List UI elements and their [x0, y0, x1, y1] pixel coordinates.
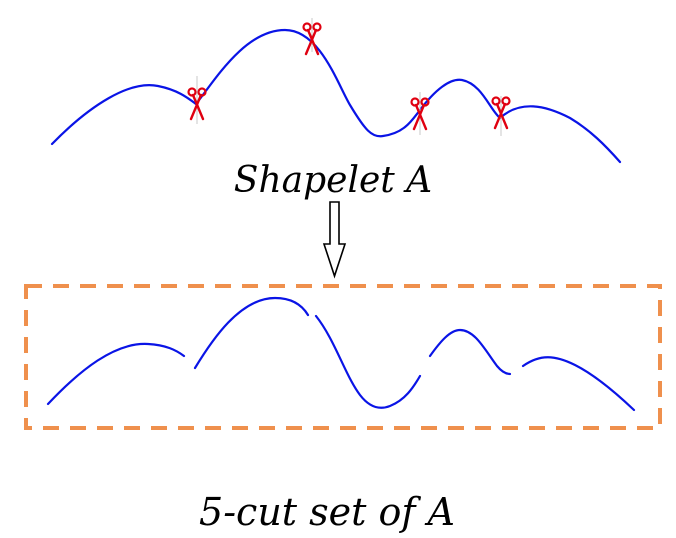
cut-segment-1	[46, 342, 186, 406]
cut-segment-4	[428, 328, 512, 376]
down-arrow-icon	[322, 201, 347, 279]
shapelet-curve	[50, 28, 622, 164]
scissors-icon	[410, 97, 430, 131]
scissors-icon	[187, 87, 207, 121]
cut-set-frame	[24, 284, 662, 430]
shapelet-label: Shapelet A	[234, 160, 432, 201]
cut-set-label: 5-cut set of A	[199, 490, 455, 534]
scissors-icon	[491, 96, 511, 130]
cut-segment-3	[314, 314, 422, 409]
cut-segment-5	[521, 356, 636, 412]
cut-segment-2	[193, 296, 310, 370]
scissors-icon	[302, 22, 322, 56]
